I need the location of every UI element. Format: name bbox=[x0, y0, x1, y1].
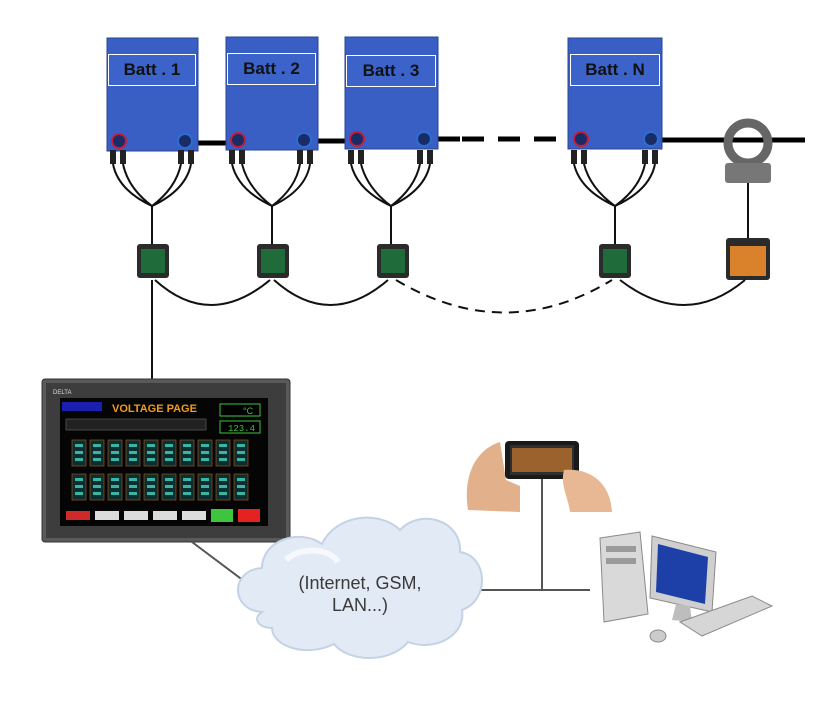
cloud-label-line-2: LAN...) bbox=[331, 595, 388, 615]
battery-n-label: Batt . N bbox=[570, 54, 660, 86]
cell-voltage-bar bbox=[219, 451, 227, 454]
cell-voltage-bar bbox=[165, 451, 173, 454]
cloud-label-line-1: (Internet, GSM, bbox=[298, 573, 422, 593]
cell-voltage-bar bbox=[129, 458, 137, 461]
cell-voltage-bar bbox=[129, 492, 137, 495]
cell-voltage-bar bbox=[93, 478, 101, 481]
hmi-temperature-unit: °C bbox=[243, 406, 254, 416]
current-sensor-clamp bbox=[723, 118, 773, 245]
cell-voltage-bar bbox=[165, 492, 173, 495]
cell-voltage-bar bbox=[111, 444, 119, 447]
hmi-panel bbox=[41, 378, 291, 543]
terminal-clamps bbox=[110, 150, 658, 164]
cell-voltage-bar bbox=[219, 485, 227, 488]
cell-voltage-bar bbox=[219, 478, 227, 481]
cell-voltage-bar bbox=[183, 458, 191, 461]
cell-voltage-bar bbox=[237, 458, 245, 461]
cell-voltage-bar bbox=[75, 451, 83, 454]
cell-voltage-bar bbox=[201, 451, 209, 454]
cell-voltage-bar bbox=[201, 478, 209, 481]
cell-voltage-bar bbox=[129, 485, 137, 488]
cell-voltage-bar bbox=[183, 444, 191, 447]
cell-voltage-bar bbox=[129, 478, 137, 481]
cell-voltage-bar bbox=[237, 444, 245, 447]
cloud-label: (Internet, GSM, LAN...) bbox=[290, 572, 430, 616]
cell-voltage-bar bbox=[93, 444, 101, 447]
cell-voltage-bar bbox=[93, 451, 101, 454]
cell-voltage-bar bbox=[165, 444, 173, 447]
cell-voltage-bar bbox=[183, 478, 191, 481]
hand-with-smartphone bbox=[466, 441, 612, 512]
cell-voltage-bar bbox=[147, 478, 155, 481]
cell-voltage-bar bbox=[111, 478, 119, 481]
hmi-brand-logo: DELTA bbox=[53, 390, 71, 396]
desktop-computer bbox=[599, 531, 774, 643]
cell-voltage-bar bbox=[237, 485, 245, 488]
cell-voltage-bar bbox=[219, 492, 227, 495]
hmi-current-value: 123.4 bbox=[228, 424, 255, 434]
cell-voltage-bar bbox=[165, 478, 173, 481]
cell-voltage-bar bbox=[93, 492, 101, 495]
cell-voltage-bar bbox=[75, 458, 83, 461]
cell-voltage-bar bbox=[237, 492, 245, 495]
cell-voltage-bar bbox=[111, 485, 119, 488]
cloud-network bbox=[237, 516, 483, 659]
cell-voltage-bar bbox=[219, 458, 227, 461]
hmi-buttons bbox=[66, 509, 260, 522]
cell-voltage-bar bbox=[147, 451, 155, 454]
sense-leads bbox=[112, 163, 656, 245]
cell-voltage-bar bbox=[147, 444, 155, 447]
cell-voltage-bar bbox=[75, 444, 83, 447]
cell-voltage-bar bbox=[147, 485, 155, 488]
monitor-module-3 bbox=[377, 244, 409, 278]
cell-voltage-bar bbox=[183, 485, 191, 488]
cell-voltage-bar bbox=[183, 451, 191, 454]
cell-voltage-bar bbox=[201, 458, 209, 461]
cell-voltage-bar bbox=[165, 458, 173, 461]
current-sensor-module bbox=[726, 238, 770, 280]
cell-voltage-bar bbox=[219, 444, 227, 447]
cell-voltage-bar bbox=[111, 492, 119, 495]
cell-voltage-bar bbox=[201, 444, 209, 447]
cell-voltage-bar bbox=[111, 451, 119, 454]
cell-voltage-bar bbox=[75, 485, 83, 488]
battery-2-label: Batt . 2 bbox=[227, 53, 316, 85]
cell-voltage-bar bbox=[183, 492, 191, 495]
cell-voltage-bar bbox=[93, 485, 101, 488]
cell-voltage-bar bbox=[147, 492, 155, 495]
cell-voltage-bar bbox=[129, 451, 137, 454]
cell-voltage-bar bbox=[165, 485, 173, 488]
hmi-page-title: VOLTAGE PAGE bbox=[112, 403, 197, 415]
cell-voltage-bar bbox=[201, 492, 209, 495]
cell-voltage-bar bbox=[75, 492, 83, 495]
battery-3-label: Batt . 3 bbox=[346, 55, 436, 87]
cell-voltage-bar bbox=[201, 485, 209, 488]
cell-voltage-bar bbox=[237, 451, 245, 454]
monitor-module-2 bbox=[257, 244, 289, 278]
cell-voltage-bar bbox=[75, 478, 83, 481]
cell-voltage-bar bbox=[111, 458, 119, 461]
cell-voltage-grid bbox=[71, 439, 249, 501]
cell-voltage-bar bbox=[129, 444, 137, 447]
cell-voltage-bar bbox=[93, 458, 101, 461]
cell-voltage-bar bbox=[237, 478, 245, 481]
daisy-chain-cable bbox=[154, 279, 746, 314]
monitor-module-n bbox=[599, 244, 631, 278]
cell-voltage-bar bbox=[147, 458, 155, 461]
monitor-module-1 bbox=[137, 244, 169, 278]
battery-3 bbox=[344, 36, 439, 150]
battery-1-label: Batt . 1 bbox=[108, 54, 196, 86]
